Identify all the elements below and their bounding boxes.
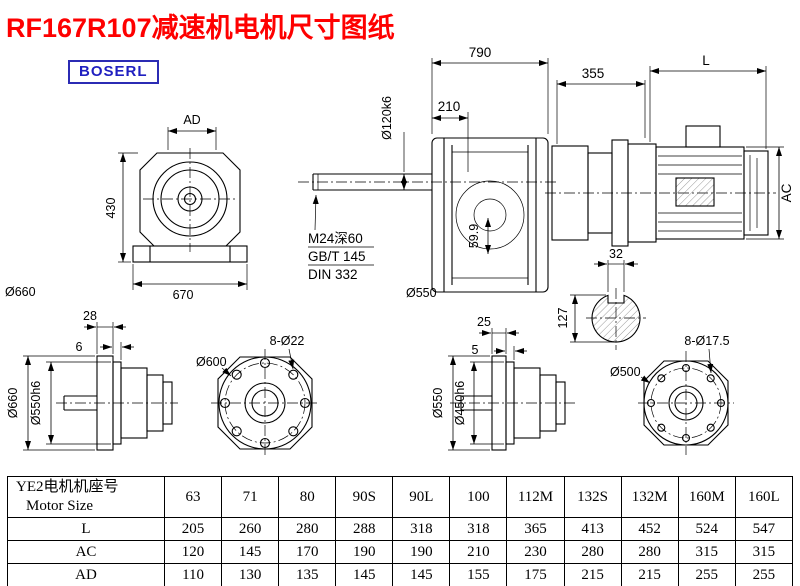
dim-d660-flange: Ø660 <box>6 388 20 419</box>
table-row-AC: AC 120 145 170 190 190 210 230 280 280 3… <box>7 540 794 564</box>
table-cell: 145 <box>335 563 394 586</box>
view-reducer-side: 790 210 Ø120k6 M24深60 GB/T 145 DIN 332 5… <box>298 45 558 300</box>
table-cell: 145 <box>392 563 451 586</box>
row-label-AD: AD <box>7 563 165 586</box>
table-cell: 210 <box>449 540 508 564</box>
view-flange-face-1: Ø600 8-Ø22 <box>196 334 319 457</box>
size-column-header: 112M <box>506 476 565 518</box>
callout-center-hole: M24深60 <box>308 231 363 246</box>
size-column-header: 160L <box>734 476 794 518</box>
table-cell: 155 <box>449 563 508 586</box>
table-cell: 315 <box>734 540 794 564</box>
row-label-L: L <box>7 517 165 541</box>
view-motor: 355 L AC <box>545 53 794 247</box>
dim-670: 670 <box>173 288 194 302</box>
table-row-AD: AD 110 130 135 145 145 155 175 215 215 2… <box>7 563 794 586</box>
dim-d550-flange: Ø550 <box>431 388 445 419</box>
size-column-header: 90S <box>335 476 394 518</box>
dim-430: 430 <box>104 198 118 219</box>
view-flange-side-1: 28 6 Ø660 Ø550h6 <box>6 309 178 451</box>
size-column-header: 90L <box>392 476 451 518</box>
table-cell: 120 <box>163 540 223 564</box>
dim-d600: Ø600 <box>196 355 227 369</box>
table-cell: 190 <box>392 540 451 564</box>
page-title: RF167R107减速机电机尺寸图纸 <box>6 13 395 43</box>
table-cell: 413 <box>563 517 622 541</box>
technical-drawing: AD 430 670 Ø660 <box>5 45 794 457</box>
motor-size-table: YE2电机机座号 Motor Size 63 71 80 90S 90L 100… <box>7 476 794 586</box>
motor-size-label-en: Motor Size <box>26 498 94 514</box>
dim-d550h6: Ø550h6 <box>29 381 43 426</box>
dim-5: 5 <box>472 343 479 357</box>
dim-L: L <box>702 53 710 68</box>
table-cell: 288 <box>335 517 394 541</box>
table-cell: 365 <box>506 517 565 541</box>
size-column-header: 132M <box>620 476 679 518</box>
table-cell: 255 <box>677 563 736 586</box>
size-column-header: 132S <box>563 476 622 518</box>
row-label-AC: AC <box>7 540 165 564</box>
table-cell: 547 <box>734 517 794 541</box>
table-cell: 315 <box>677 540 736 564</box>
table-cell: 175 <box>506 563 565 586</box>
view-shaft-section: 32 127 <box>556 247 646 350</box>
brand-logo-text: BOSERL <box>79 63 148 80</box>
table-cell: 205 <box>163 517 223 541</box>
table-cell: 280 <box>278 517 337 541</box>
table-cell: 280 <box>563 540 622 564</box>
dim-210: 210 <box>438 99 461 114</box>
dim-d660-front: Ø660 <box>5 285 36 299</box>
table-cell: 318 <box>449 517 508 541</box>
dim-d550-side: Ø550 <box>406 286 437 300</box>
motor-size-label-cn: YE2电机机座号 <box>16 479 119 495</box>
table-cell: 110 <box>163 563 223 586</box>
view-flange-face-2: Ø500 8-Ø17.5 <box>610 334 734 455</box>
dim-127: 127 <box>556 308 570 329</box>
dim-ad: AD <box>183 113 200 127</box>
dim-holes-8175: 8-Ø17.5 <box>684 334 729 348</box>
dim-6: 6 <box>76 340 83 354</box>
dim-AC: AC <box>779 183 794 202</box>
dim-holes-822: 8-Ø22 <box>270 334 305 348</box>
size-column-header: 160M <box>677 476 736 518</box>
motor-nameplate <box>675 177 715 207</box>
size-column-header: 100 <box>449 476 508 518</box>
table-cell: 280 <box>620 540 679 564</box>
callout-std1: GB/T 145 <box>308 249 366 264</box>
view-front: AD 430 670 Ø660 <box>5 113 248 302</box>
size-column-header: 63 <box>163 476 223 518</box>
table-row-L: L 205 260 280 288 318 318 365 413 452 52… <box>7 517 794 541</box>
table-cell: 135 <box>278 563 337 586</box>
table-cell: 170 <box>278 540 337 564</box>
view-flange-side-2: 25 5 Ø550 Ø450h6 <box>431 315 575 451</box>
table-cell: 318 <box>392 517 451 541</box>
dim-shaft-dia: Ø120k6 <box>380 96 394 140</box>
table-cell: 215 <box>620 563 679 586</box>
table-cell: 130 <box>221 563 280 586</box>
callout-std2: DIN 332 <box>308 267 358 282</box>
dim-599: 59.9 <box>467 224 481 248</box>
dim-d450h6: Ø450h6 <box>453 381 467 426</box>
dim-790: 790 <box>469 45 492 60</box>
table-cell: 230 <box>506 540 565 564</box>
brand-logo: BOSERL <box>68 60 159 84</box>
table-cell: 260 <box>221 517 280 541</box>
size-column-header: 71 <box>221 476 280 518</box>
table-cell: 255 <box>734 563 794 586</box>
table-header-row: YE2电机机座号 Motor Size 63 71 80 90S 90L 100… <box>7 476 794 518</box>
table-cell: 145 <box>221 540 280 564</box>
table-cell: 190 <box>335 540 394 564</box>
dim-28: 28 <box>83 309 97 323</box>
dim-25: 25 <box>477 315 491 329</box>
dim-32: 32 <box>609 247 623 261</box>
motor-size-header-cell: YE2电机机座号 Motor Size <box>7 476 165 518</box>
size-column-header: 80 <box>278 476 337 518</box>
dim-355: 355 <box>582 66 605 81</box>
dim-d500: Ø500 <box>610 365 641 379</box>
table-cell: 524 <box>677 517 736 541</box>
table-cell: 215 <box>563 563 622 586</box>
table-cell: 452 <box>620 517 679 541</box>
